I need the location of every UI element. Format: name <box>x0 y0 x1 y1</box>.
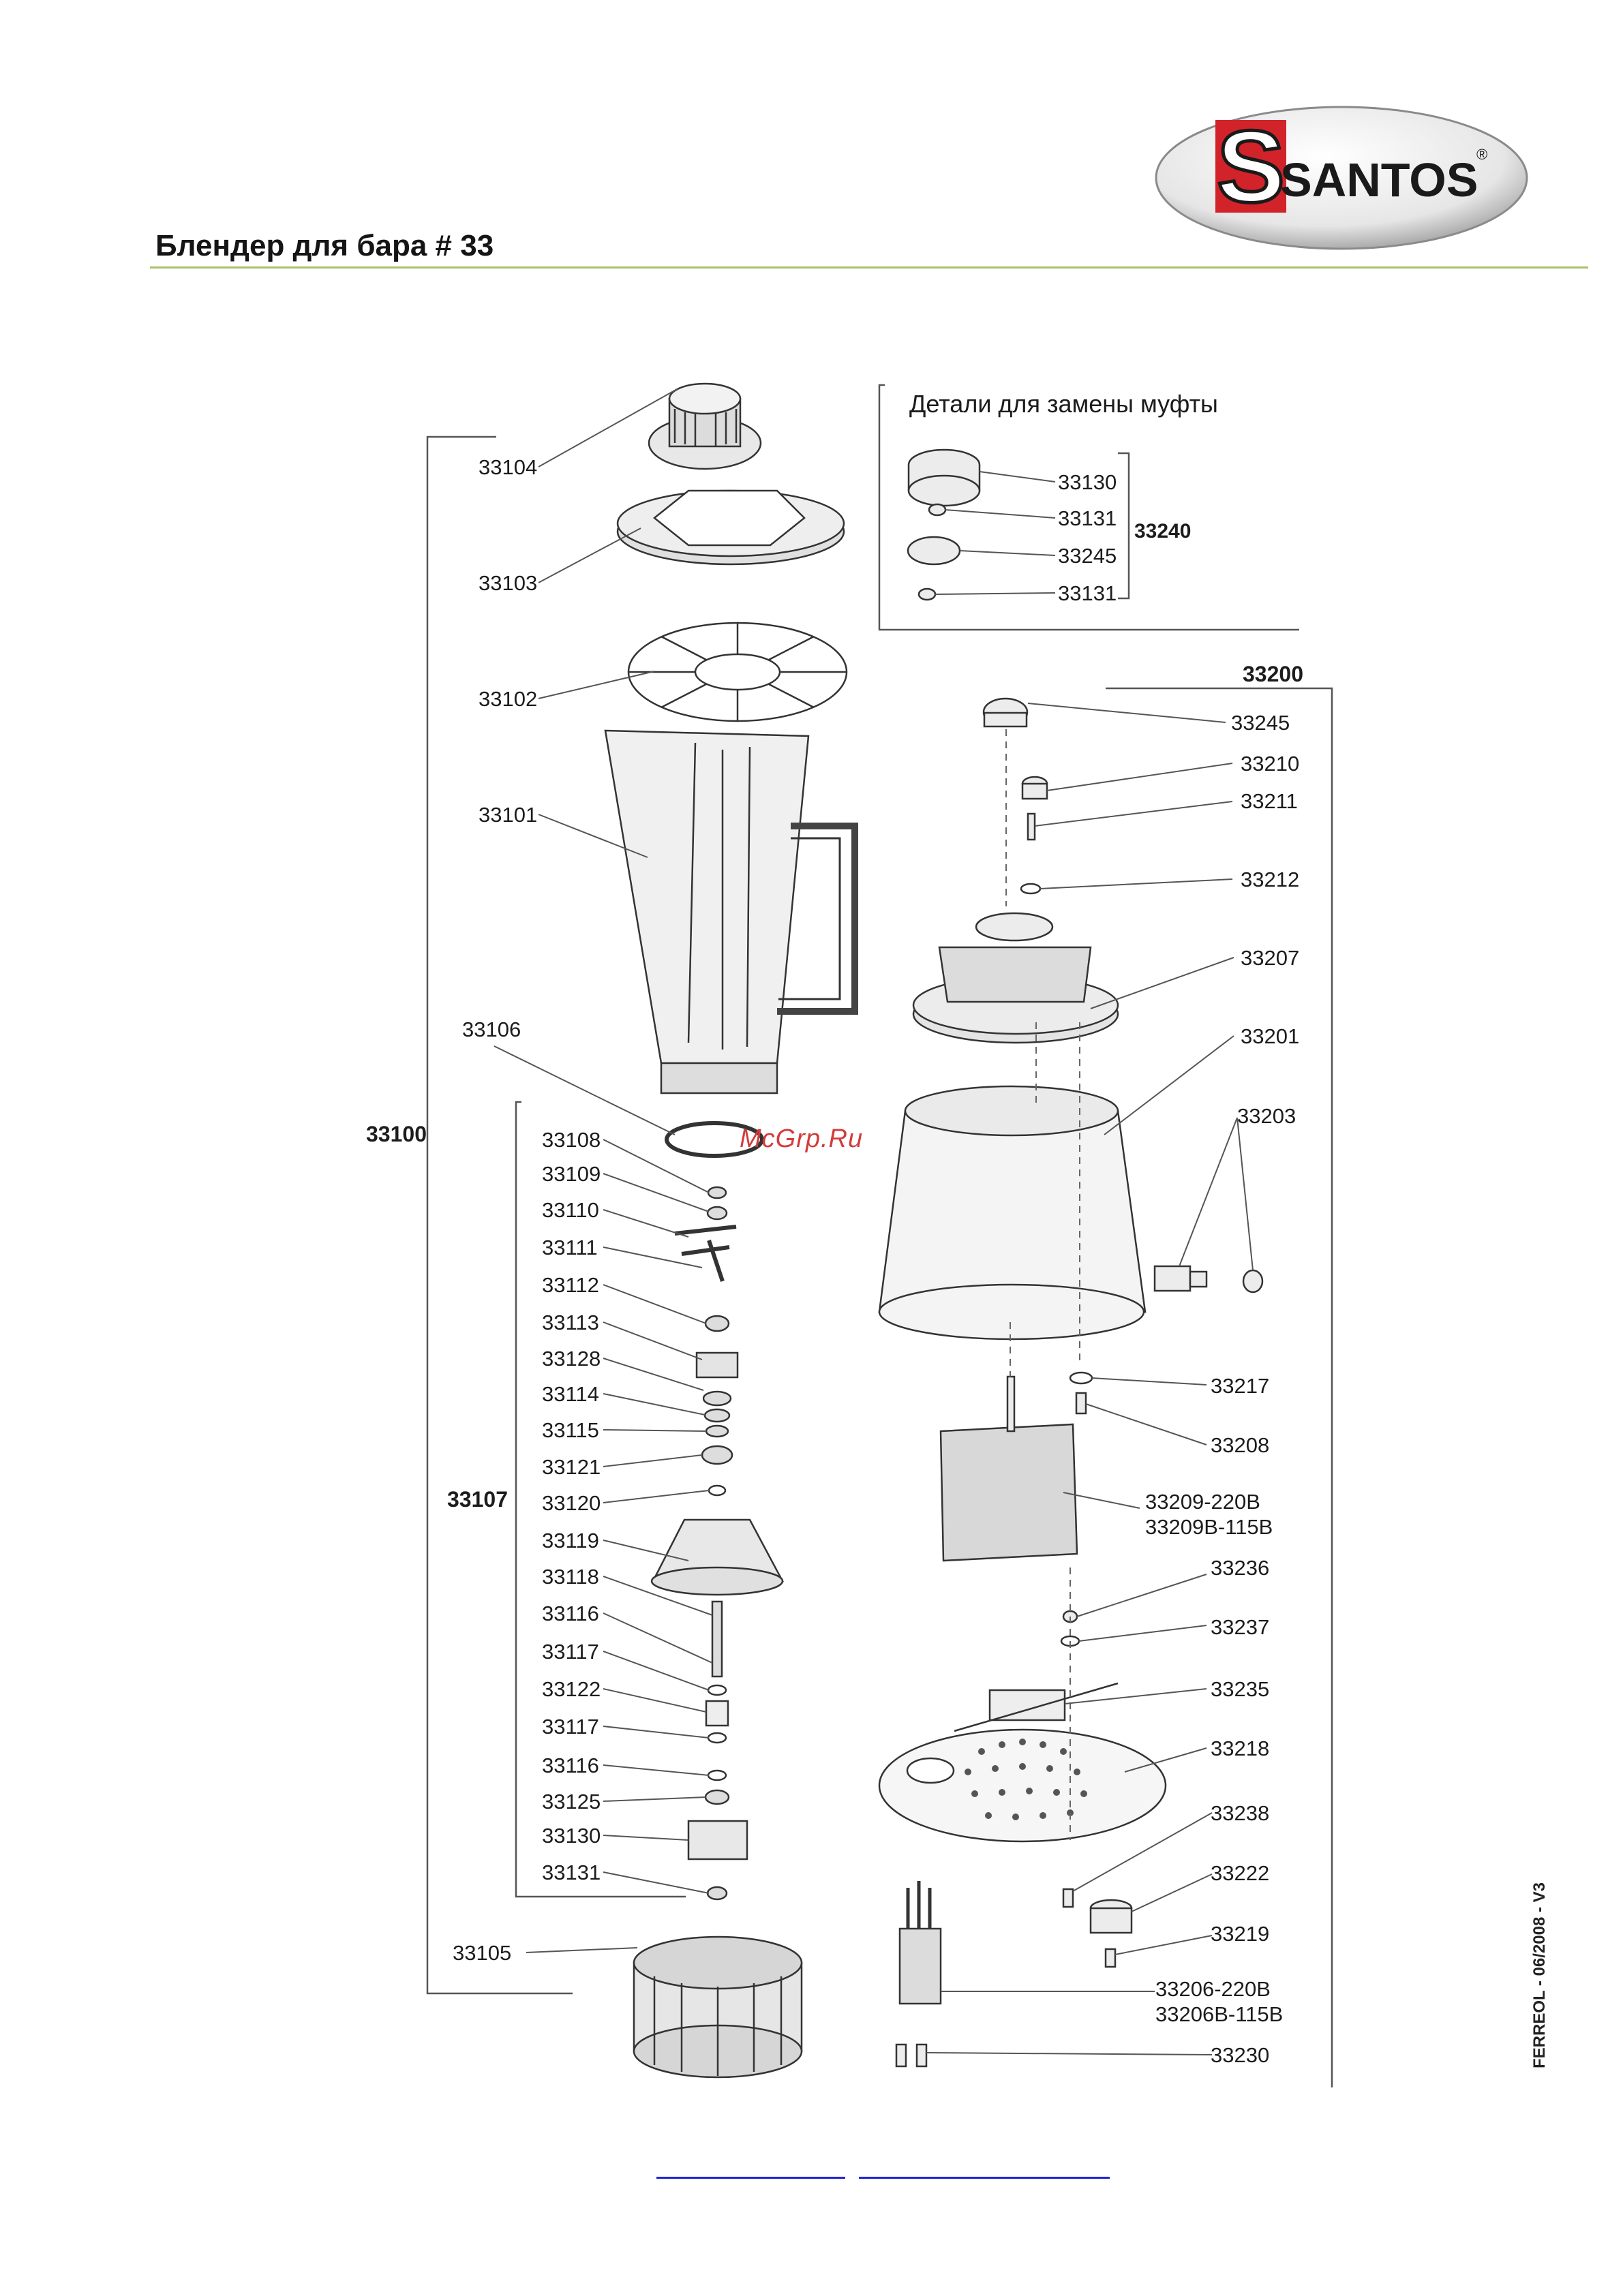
coupling-kit-parts <box>907 448 981 601</box>
bracket-33240 <box>1118 452 1130 600</box>
logo-wordmark: SANTOS <box>1280 153 1478 206</box>
part-label: 33130 <box>542 1824 601 1848</box>
part-label: 33209B-115B <box>1145 1515 1273 1539</box>
inset-border <box>878 384 1299 631</box>
part-label: 33109 <box>542 1162 601 1186</box>
part-label: 33122 <box>542 1677 601 1701</box>
part-label: 33131 <box>1058 506 1117 530</box>
group-label-33200: 33200 <box>1243 662 1303 686</box>
part-label: 33237 <box>1211 1615 1270 1639</box>
part-label: 33235 <box>1211 1677 1270 1701</box>
part-label: 33131 <box>1058 581 1117 605</box>
part-label: 33245 <box>1231 711 1290 735</box>
part-label: 33210 <box>1241 752 1300 776</box>
part-label: 33106 <box>462 1017 521 1041</box>
part-label: 33110 <box>542 1198 599 1222</box>
bracket-33107 <box>515 1101 686 1898</box>
part-label: 33236 <box>1211 1556 1270 1580</box>
title-divider <box>150 266 1588 269</box>
page-title: Блендер для бара # 33 <box>155 229 494 262</box>
watermark-text: McGrp.Ru <box>740 1124 864 1153</box>
part-label: 33116 <box>542 1754 599 1777</box>
part-label: 33112 <box>542 1273 599 1297</box>
part-label: 33208 <box>1211 1433 1270 1457</box>
part-label: 33131 <box>542 1861 601 1884</box>
part-label: 33117 <box>542 1640 599 1664</box>
part-label: 33211 <box>1241 789 1298 813</box>
group-label-33240: 33240 <box>1134 520 1192 542</box>
document-code: FERREOL - 06/2008 - V3 <box>1530 1882 1549 2068</box>
part-label: 33130 <box>1058 470 1117 494</box>
bracket-33100 <box>426 435 573 1995</box>
footer-link-right[interactable] <box>859 2177 1110 2179</box>
seal-ring-part <box>665 1121 764 1158</box>
coupling-kit-title: Детали для замены муфты <box>909 390 1218 418</box>
part-label: 33102 <box>479 687 538 711</box>
group-label-33100: 33100 <box>366 1122 427 1146</box>
part-label: 33115 <box>542 1418 599 1442</box>
part-label: 33222 <box>1211 1861 1270 1885</box>
part-label: 33117 <box>542 1715 599 1739</box>
part-label: 33230 <box>1211 2043 1270 2067</box>
blade-stack-parts <box>650 1186 785 1901</box>
bracket-33200 <box>1106 687 1333 2087</box>
part-label: 33113 <box>542 1311 599 1334</box>
part-label: 33203 <box>1237 1104 1296 1128</box>
lid-cap-part <box>648 382 762 470</box>
part-label: 33245 <box>1058 544 1117 568</box>
part-label: 33217 <box>1211 1374 1270 1398</box>
part-label: 33101 <box>479 803 538 827</box>
part-label: 33116 <box>542 1602 599 1625</box>
part-label: 33238 <box>1211 1801 1270 1825</box>
part-label: 33105 <box>453 1941 512 1965</box>
splash-guard-part <box>627 622 848 722</box>
motor-base-parts <box>878 697 1264 2068</box>
coupling-nut-part <box>633 1935 803 2079</box>
logo-initial: S <box>1217 109 1285 224</box>
part-label: 33206-220B <box>1155 1977 1271 2001</box>
part-label: 33219 <box>1211 1922 1270 1946</box>
footer-link-left[interactable] <box>656 2177 845 2179</box>
part-label: 33206B-115B <box>1155 2002 1284 2026</box>
santos-logo: S SANTOS ® <box>1151 102 1532 254</box>
part-label: 33108 <box>542 1128 601 1152</box>
part-label: 33201 <box>1241 1024 1300 1048</box>
jar-part <box>604 729 858 1095</box>
part-label: 33212 <box>1241 868 1300 891</box>
logo-registered: ® <box>1476 146 1487 163</box>
leader-lines <box>494 388 1254 2055</box>
part-label: 33125 <box>542 1790 601 1813</box>
part-label: 33111 <box>542 1236 598 1259</box>
part-label: 33103 <box>479 571 538 595</box>
lid-part <box>616 489 845 566</box>
part-label: 33207 <box>1241 946 1300 970</box>
part-label: 33209-220B <box>1145 1490 1260 1514</box>
part-label: 33114 <box>542 1382 599 1406</box>
part-label: 33218 <box>1211 1736 1270 1760</box>
part-label: 33119 <box>542 1529 599 1552</box>
part-label: 33118 <box>542 1565 599 1589</box>
part-label: 33128 <box>542 1347 601 1371</box>
part-label: 33104 <box>479 455 538 479</box>
group-label-33107: 33107 <box>447 1487 508 1512</box>
part-label: 33121 <box>542 1455 601 1479</box>
part-label: 33120 <box>542 1491 601 1515</box>
